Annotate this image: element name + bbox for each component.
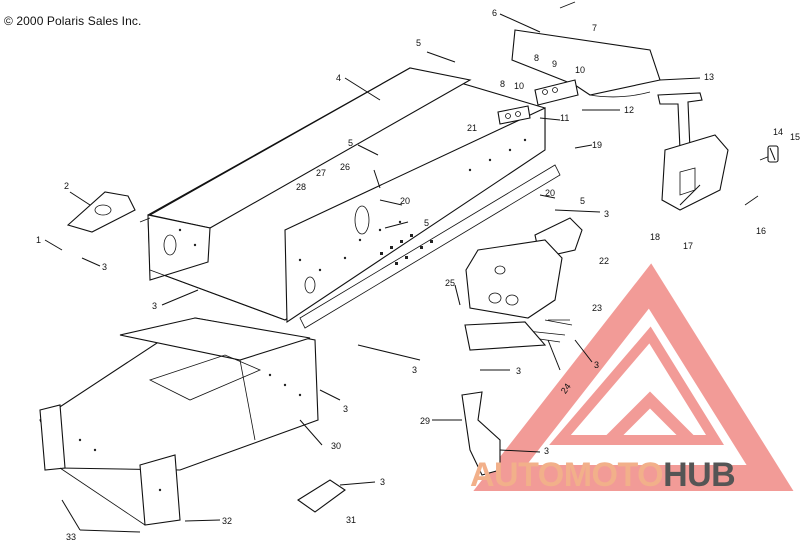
callout-3-frame-top: 3 (152, 301, 157, 311)
rear-plate (511, 1, 661, 98)
callout-3-plate: 3 (380, 477, 385, 487)
plate-31 (297, 479, 346, 513)
callout-30: 30 (331, 441, 341, 451)
leader-lines (44, 13, 776, 533)
copyright-notice: © 2000 Polaris Sales Inc. (4, 14, 142, 28)
mud-flap (461, 391, 501, 476)
callout-18: 18 (650, 232, 660, 242)
callout-3-left: 3 (102, 262, 107, 272)
callout-21: 21 (467, 123, 477, 133)
tunnel-assembly (139, 67, 561, 329)
callout-7: 7 (592, 23, 597, 33)
callout-25: 25 (445, 278, 455, 288)
callout-8-lower: 8 (500, 79, 505, 89)
callout-20-right: 20 (545, 188, 555, 198)
callout-3-bracket: 3 (516, 366, 521, 376)
callout-16: 16 (756, 226, 766, 236)
bracket-small (497, 79, 579, 125)
watermark-text: AUTOMOTOHUB (470, 456, 736, 495)
callout-3-frame-right: 3 (343, 404, 348, 414)
callout-1: 1 (36, 235, 41, 245)
callout-24: 24 (559, 382, 573, 396)
callout-26: 26 (340, 162, 350, 172)
callout-27: 27 (316, 168, 326, 178)
callout-23: 23 (592, 303, 602, 313)
callout-31: 31 (346, 515, 356, 525)
callout-12: 12 (624, 105, 634, 115)
callout-2: 2 (64, 181, 69, 191)
callout-17: 17 (683, 241, 693, 251)
callout-6: 6 (492, 8, 497, 18)
callout-22: 22 (599, 256, 609, 266)
callout-33: 33 (66, 532, 76, 540)
callout-5-right: 5 (580, 196, 585, 206)
callout-11: 11 (560, 113, 569, 123)
callout-13: 13 (704, 72, 714, 82)
callout-29: 29 (420, 416, 430, 426)
callout-28: 28 (296, 182, 306, 192)
watermark-part2: HUB (663, 456, 736, 494)
callout-20-mid: 20 (400, 196, 410, 206)
watermark-part1: AUTOMOTO (470, 456, 664, 494)
watermark-logo (473, 263, 794, 491)
callout-10-top: 10 (575, 65, 585, 75)
callout-9: 9 (552, 59, 557, 69)
callout-8-top: 8 (534, 53, 539, 63)
frame-rivets (78, 373, 302, 492)
callout-14: 14 (773, 127, 783, 137)
front-frame (39, 317, 319, 526)
callout-5-low: 5 (424, 218, 429, 228)
callout-5-top: 5 (416, 38, 421, 48)
rivet-holes (178, 138, 527, 272)
callout-15: 15 (790, 132, 800, 142)
perforation-grid (380, 234, 433, 265)
callout-10-lower: 10 (514, 81, 524, 91)
callout-3-right-mid: 3 (594, 360, 599, 370)
bracket-2 (66, 191, 136, 233)
callout-labels: 6 7 5 8 9 10 4 13 8 10 12 11 21 14 15 5 … (36, 8, 800, 542)
callout-3-flap: 3 (544, 446, 549, 456)
callout-4: 4 (336, 73, 341, 83)
callout-19: 19 (592, 140, 602, 150)
bracket-24 (464, 319, 573, 351)
callout-5-mid: 5 (348, 138, 353, 148)
callout-3-right-top: 3 (604, 209, 609, 219)
side-bracket (661, 134, 779, 211)
callout-3-center: 3 (412, 365, 417, 375)
callout-32: 32 (222, 516, 232, 526)
